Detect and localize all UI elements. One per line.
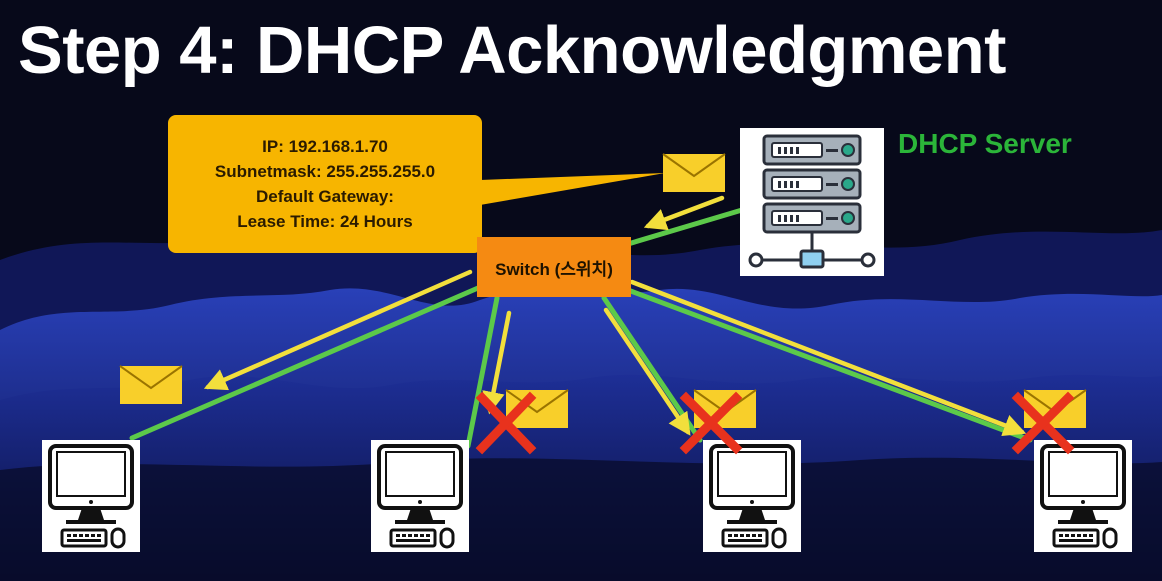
message-arrows	[203, 195, 1027, 437]
callout-pointer	[480, 173, 665, 205]
reject-x-icon	[1011, 391, 1075, 455]
desktop-computer-icon	[42, 440, 140, 552]
reject-x-icon	[679, 391, 743, 455]
desktop-computer-icon	[703, 440, 801, 552]
server-label: DHCP Server	[898, 128, 1072, 159]
callout-lease-time: Lease Time: 24 Hours	[237, 212, 413, 231]
reject-x-icon	[475, 391, 537, 455]
switch-label: Switch (스위치)	[495, 259, 613, 279]
switch-node: Switch (스위치)	[477, 237, 631, 297]
page-title: Step 4: DHCP Acknowledgment	[18, 13, 1006, 88]
callout-default-gateway: Default Gateway:	[256, 187, 394, 206]
callout-ip: IP: 192.168.1.70	[262, 137, 388, 156]
envelope-icon	[119, 365, 183, 404]
desktop-computer-icon	[1034, 440, 1132, 552]
desktop-computer-icon	[371, 440, 469, 552]
background-mountains	[0, 230, 1162, 581]
callout-subnetmask: Subnetmask: 255.255.255.0	[214, 162, 436, 181]
envelope-icon	[662, 153, 726, 192]
server-icon	[740, 128, 884, 276]
dhcp-ack-callout: IP: 192.168.1.70 Subnetmask: 255.255.255…	[168, 115, 482, 253]
